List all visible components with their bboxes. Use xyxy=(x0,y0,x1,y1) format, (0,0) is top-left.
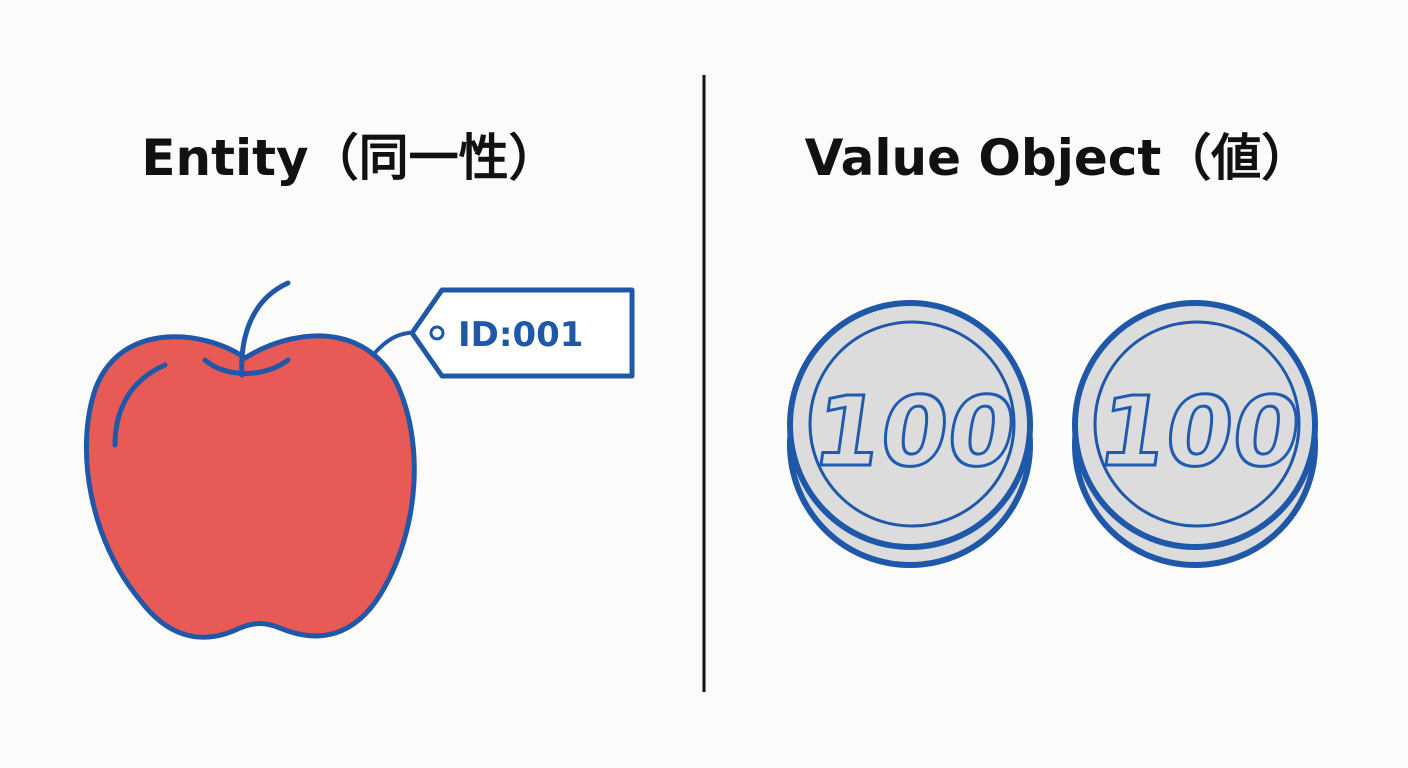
coin-value: 100 xyxy=(807,375,1023,487)
coin-icon: 100 xyxy=(1072,300,1318,568)
value-object-title: Value Object（値） xyxy=(804,129,1312,187)
id-tag: ID:001 xyxy=(371,287,635,379)
coin-value: 100 xyxy=(1092,375,1308,487)
coin-icon: 100 xyxy=(787,300,1033,568)
entity-title: Entity（同一性） xyxy=(141,129,559,187)
apple-icon xyxy=(84,280,417,640)
tag-label: ID:001 xyxy=(458,315,583,355)
